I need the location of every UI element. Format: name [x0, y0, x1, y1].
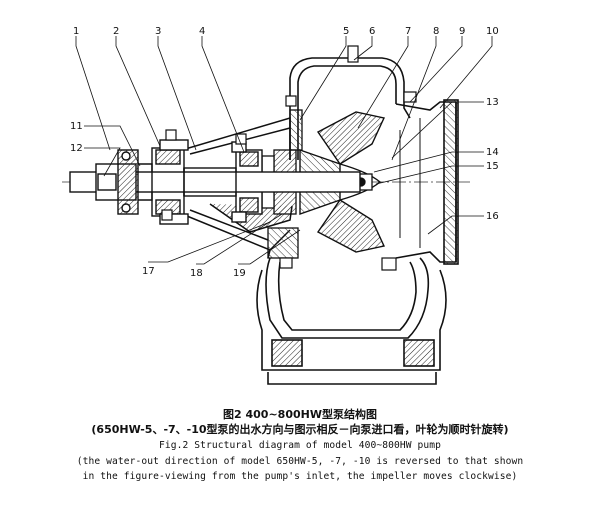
part-label-14: 14: [486, 147, 499, 158]
part-label-5: 5: [343, 26, 349, 37]
part-label-1: 1: [73, 26, 79, 37]
part-label-11: 11: [70, 121, 83, 132]
part-label-7: 7: [405, 26, 411, 37]
caption-note-cn: (650HW-5、-7、-10型泵的出水方向与图示相反－向泵进口看，叶轮为顺时针…: [91, 423, 509, 436]
part-label-3: 3: [155, 26, 161, 37]
part-label-10: 10: [486, 26, 499, 37]
caption-note-en-line1: (the water-out direction of model 650HW-…: [76, 456, 524, 467]
part-label-2: 2: [113, 26, 119, 37]
pump-shaft: [69, 167, 361, 197]
part-label-16: 16: [486, 211, 499, 222]
caption-title-cn: 图2 400~800HW型泵结构图: [223, 408, 377, 421]
inlet-pipe: [395, 99, 459, 265]
caption-note-en-line2: in the figure-viewing from the pump's in…: [82, 471, 518, 482]
part-label-12: 12: [70, 143, 83, 154]
part-label-17: 17: [142, 266, 155, 277]
volute-casing-top: [289, 57, 411, 160]
leader-lines: [75, 36, 493, 265]
pump-base: [256, 269, 447, 385]
part-label-6: 6: [369, 26, 375, 37]
pump-structure-drawing: 1 2 3 4 5 6 7 8 9 10 11 12 13 14 15 16 1…: [62, 26, 499, 385]
part-label-15: 15: [486, 161, 499, 172]
part-label-8: 8: [433, 26, 439, 37]
part-label-4: 4: [199, 26, 205, 37]
caption-title-en: Fig.2 Structural diagram of model 400~80…: [158, 440, 442, 451]
coupling: [95, 149, 153, 215]
part-label-9: 9: [459, 26, 465, 37]
part-label-18: 18: [190, 268, 203, 279]
part-label-19: 19: [233, 268, 246, 279]
part-label-13: 13: [486, 97, 499, 108]
bolts-and-fittings: [161, 45, 417, 271]
part-number-labels: 1 2 3 4 5 6 7 8 9 10 11 12 13 14 15 16 1…: [70, 26, 499, 279]
